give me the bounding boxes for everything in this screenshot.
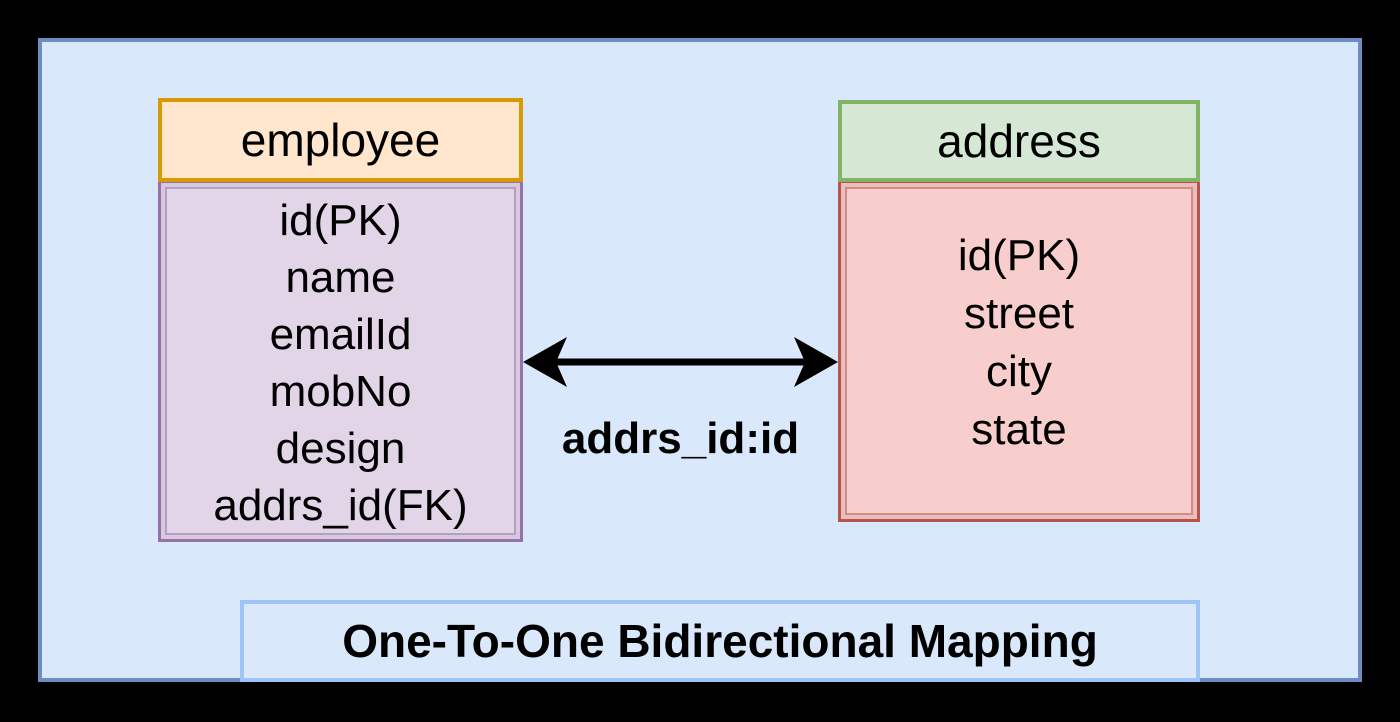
field-row: id(PK) — [279, 196, 402, 245]
entity-employee-header: employee — [158, 98, 523, 182]
field-row: id(PK) — [957, 231, 1081, 280]
entity-address-name: address — [937, 115, 1101, 167]
field-row: addrs_id(FK) — [213, 481, 468, 530]
entity-employee-body: id(PK) name emailId mobNo design addrs_i… — [158, 180, 523, 542]
entity-address-body: id(PK) street city state — [838, 180, 1200, 522]
relationship-label: addrs_id:id — [561, 414, 800, 463]
diagram-title-box: One-To-One Bidirectional Mapping — [240, 600, 1200, 682]
field-row: state — [971, 405, 1067, 454]
field-row: emailId — [269, 310, 412, 359]
field-row: street — [963, 289, 1075, 338]
entity-employee-name: employee — [240, 114, 441, 166]
entity-address-header: address — [838, 100, 1200, 182]
field-row: city — [986, 347, 1052, 396]
diagram-title: One-To-One Bidirectional Mapping — [342, 615, 1098, 667]
field-row: name — [285, 253, 396, 302]
field-row: mobNo — [269, 367, 412, 416]
field-row: design — [275, 424, 406, 473]
